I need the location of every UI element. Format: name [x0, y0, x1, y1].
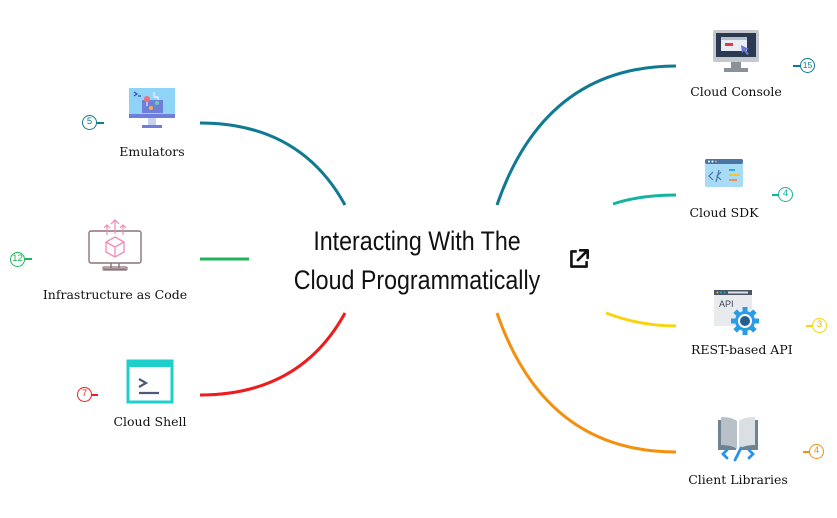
central-topic-line2: Cloud Programmatically — [293, 265, 541, 295]
connector-emulators — [199, 121, 347, 206]
terminal-window-icon — [126, 359, 174, 404]
connector-cloud-shell — [199, 312, 347, 397]
svg-text:API: API — [719, 299, 734, 309]
badge-connector — [806, 325, 813, 327]
node-label: Cloud Shell — [113, 414, 187, 429]
count-badge-cloud-shell[interactable]: 7 — [77, 387, 92, 402]
monitor-cube-deploy-icon — [88, 219, 142, 271]
connector-cloud-sdk — [612, 193, 677, 206]
count-badge-cloud-sdk[interactable]: 4 — [778, 187, 793, 202]
badge-connector — [793, 65, 800, 67]
badge-connector — [97, 122, 104, 124]
monitor-joystick-icon — [129, 88, 175, 128]
node-client-libraries[interactable]: Client Libraries — [686, 414, 790, 487]
node-label: Cloud SDK — [689, 205, 759, 220]
badge-connector — [803, 451, 810, 453]
api-gear-icon: API — [714, 290, 759, 335]
count-badge-rest-api[interactable]: 3 — [812, 318, 827, 333]
code-window-icon — [705, 159, 743, 187]
node-rest-based-api[interactable]: API REST-based API — [680, 288, 793, 357]
node-infrastructure-as-code[interactable]: Infrastructure as Code — [40, 217, 190, 302]
badge-connector — [25, 258, 32, 260]
badge-connector — [772, 194, 779, 196]
central-topic[interactable]: Interacting With The Cloud Programmatica… — [284, 222, 551, 300]
node-label: Infrastructure as Code — [42, 287, 188, 302]
node-cloud-console[interactable]: Cloud Console — [686, 28, 786, 99]
connector-rest-api — [605, 311, 677, 328]
node-label: Emulators — [119, 144, 185, 159]
node-label: REST-based API — [691, 342, 793, 357]
connector-cloud-console — [495, 64, 677, 206]
count-badge-client-libraries[interactable]: 4 — [809, 444, 824, 459]
monitor-cursor-icon — [713, 30, 759, 72]
count-badge-infrastructure[interactable]: 12 — [10, 252, 25, 267]
count-badge-cloud-console[interactable]: 15 — [800, 58, 815, 73]
central-topic-line1: Interacting With The — [313, 226, 521, 256]
book-code-icon — [718, 417, 758, 462]
badge-connector — [91, 394, 98, 396]
node-label: Client Libraries — [688, 472, 788, 487]
connector-client-libraries — [495, 312, 677, 454]
count-badge-emulators[interactable]: 5 — [82, 115, 97, 130]
node-label: Cloud Console — [690, 84, 782, 99]
node-cloud-shell[interactable]: Cloud Shell — [105, 358, 195, 429]
node-emulators[interactable]: Emulators — [107, 86, 197, 159]
node-cloud-sdk[interactable]: Cloud SDK — [684, 158, 764, 220]
external-link-icon[interactable] — [566, 246, 592, 272]
